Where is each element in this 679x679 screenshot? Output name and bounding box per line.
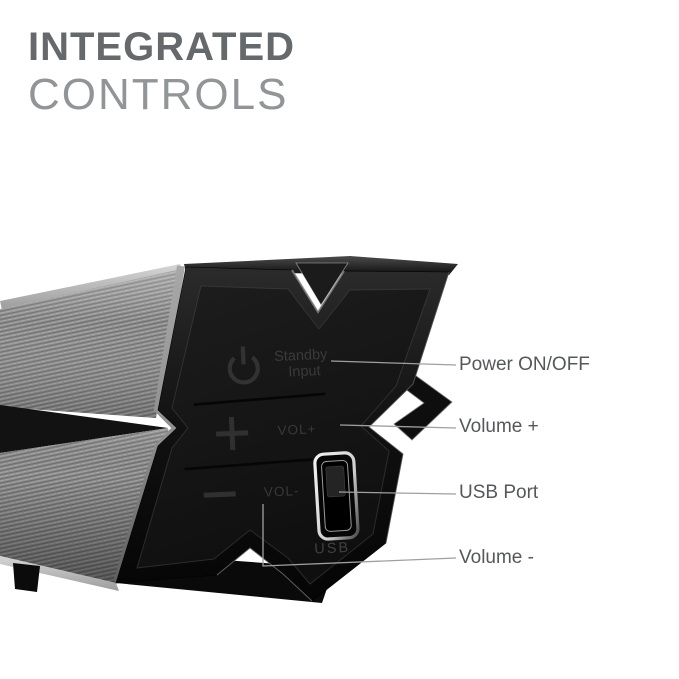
panel-divider-1	[193, 392, 326, 406]
volume-down-symbol	[203, 491, 236, 498]
title-line-secondary: CONTROLS	[28, 70, 289, 120]
standby-label-line1: Standby	[274, 347, 329, 365]
bottom-trim	[0, 556, 119, 591]
top-trim	[0, 264, 184, 310]
standby-label-line2: Input	[288, 363, 321, 380]
rim-v-highlight	[291, 269, 345, 314]
usb-port-label: USB	[314, 540, 350, 558]
v-notch-backing	[295, 262, 349, 306]
callout-volume-up: Volume +	[459, 416, 539, 437]
rim-right-highlight	[368, 271, 450, 544]
volume-up-label: VOL+	[277, 421, 317, 438]
rim-bottom-highlight	[216, 547, 313, 602]
callout-volume-down: Volume -	[459, 547, 534, 568]
page-title: INTEGRATED CONTROLS	[28, 25, 296, 120]
title-line-primary: INTEGRATED	[28, 25, 296, 69]
callout-usb-port: USB Port	[459, 482, 539, 503]
power-icon	[227, 346, 260, 385]
grille-upper-shading	[0, 269, 182, 418]
usb-port	[313, 451, 360, 541]
grille-groove	[0, 405, 168, 453]
volume-down-label: VOL-	[264, 483, 300, 500]
volume-up-symbol	[215, 416, 249, 451]
callout-power: Power ON/OFF	[459, 354, 590, 375]
leader-line-usb	[338, 491, 457, 495]
panel-divider-2	[184, 458, 313, 471]
device-foot	[13, 563, 40, 592]
leader-line-volume-down	[262, 504, 457, 567]
leader-line-volume-up	[339, 424, 457, 429]
leader-line-power	[330, 360, 457, 366]
